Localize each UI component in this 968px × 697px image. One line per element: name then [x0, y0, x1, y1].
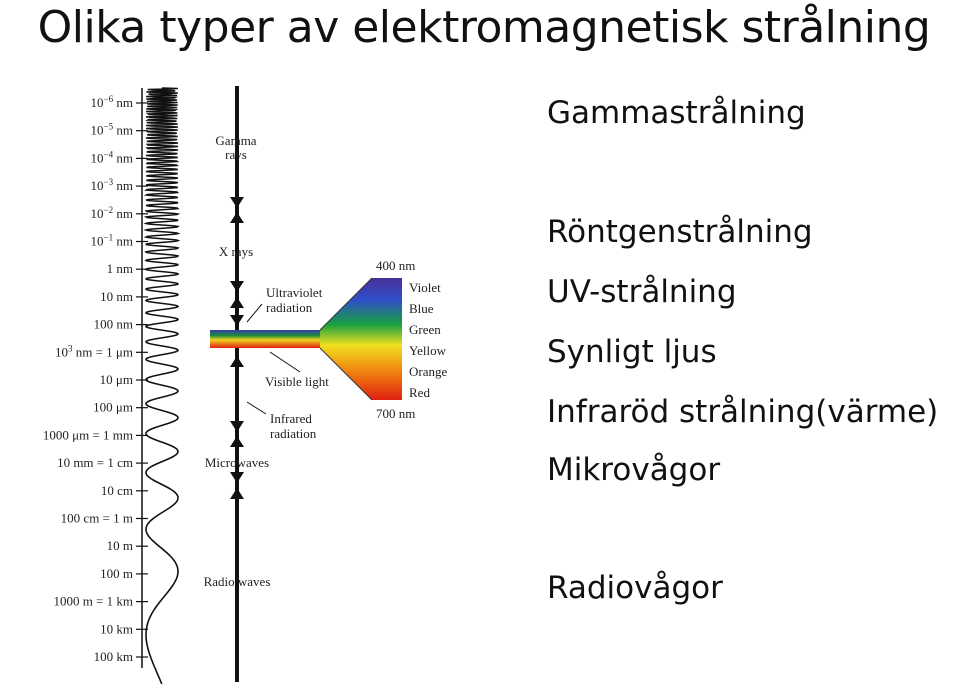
- scale-label: 10−3 nm: [91, 177, 133, 193]
- scale-label: 100 km: [94, 649, 133, 664]
- uv-label-1: Ultraviolet: [266, 285, 323, 300]
- visible-spectrum-band: [372, 278, 402, 400]
- swedish-label-xray: Röntgenstrålning: [547, 214, 813, 250]
- scale-label: 10 nm: [100, 289, 133, 304]
- xrays-label: X rays: [219, 244, 253, 259]
- scale-label: 10−1 nm: [91, 233, 133, 249]
- scale-label: 1000 m = 1 km: [53, 594, 133, 609]
- scale-label: 100 m: [100, 566, 133, 581]
- arrowhead-icon: [230, 488, 244, 499]
- scale-label: 10 cm: [101, 483, 133, 498]
- ir-label-1: Infrared: [270, 411, 312, 426]
- ir-label-2: radiation: [270, 426, 317, 441]
- swedish-label-infrared: Infraröd strålning(värme): [547, 394, 939, 430]
- spectrum-bottom-edge: [319, 347, 373, 401]
- scale-label: 1000 μm = 1 mm: [43, 427, 133, 442]
- spectrum-top-edge: [319, 277, 373, 331]
- swedish-label-uv: UV-strålning: [547, 274, 737, 310]
- scale-label: 103 nm = 1 μm: [55, 343, 133, 359]
- visible-label: Visible light: [265, 374, 329, 389]
- uv-pointer: [246, 303, 263, 323]
- swedish-label-visible: Synligt ljus: [547, 334, 717, 370]
- visible-pointer: [269, 351, 301, 373]
- arrowhead-icon: [230, 472, 244, 483]
- swedish-label-gamma: Gammastrålning: [547, 95, 806, 131]
- spectrum-color-label: Green: [409, 322, 441, 337]
- microwaves-label: Microwaves: [205, 455, 269, 470]
- scale-label: 10 mm = 1 cm: [57, 455, 133, 470]
- visible-beam: [210, 330, 320, 348]
- arrowhead-icon: [230, 436, 244, 447]
- spectrum-700nm-label: 700 nm: [376, 406, 415, 421]
- arrowhead-icon: [230, 281, 244, 292]
- arrowhead-icon: [230, 315, 244, 326]
- arrowhead-icon: [230, 297, 244, 308]
- visible-spectrum-fan: [320, 278, 372, 400]
- scale-label: 10 km: [100, 621, 133, 636]
- region-boundary-arrows: [230, 197, 244, 499]
- uv-label-2: radiation: [266, 300, 313, 315]
- swedish-label-radio: Radiovågor: [547, 570, 723, 606]
- scale-label: 10 m: [107, 538, 133, 553]
- arrowhead-icon: [230, 197, 244, 208]
- spectrum-color-label: Orange: [409, 364, 447, 379]
- arrowhead-icon: [230, 421, 244, 432]
- arrowhead-icon: [230, 356, 244, 367]
- arrowhead-icon: [230, 212, 244, 223]
- wave-curve: [143, 87, 181, 685]
- gamma-label-2: rays: [225, 147, 247, 162]
- swedish-label-micro: Mikrovågor: [547, 452, 721, 488]
- spectrum-color-label: Blue: [409, 301, 434, 316]
- scale-label: 10−6 nm: [91, 94, 133, 110]
- scale-label: 10−2 nm: [91, 205, 133, 221]
- gamma-label-1: Gamma: [215, 133, 256, 148]
- wavelength-scale: 10−6 nm 10−5 nm 10−4 nm 10−3 nm 10−2 nm 10−1 …: [43, 94, 148, 664]
- spectrum-400nm-label: 400 nm: [376, 258, 415, 273]
- scale-label: 1 nm: [107, 261, 133, 276]
- scale-label: 10−5 nm: [91, 122, 133, 138]
- spectrum-color-label: Red: [409, 385, 430, 400]
- spectrum-color-label: Violet: [409, 280, 441, 295]
- ir-pointer: [246, 401, 267, 415]
- scale-label: 100 nm: [94, 317, 133, 332]
- slide-title: Olika typer av elektromagnetisk strålnin…: [37, 2, 931, 53]
- scale-label: 10−4 nm: [91, 149, 133, 165]
- scale-label: 10 μm: [100, 372, 133, 387]
- scale-label: 100 μm: [93, 400, 133, 415]
- spectrum-color-label: Yellow: [409, 343, 447, 358]
- radio-label: Radio waves: [204, 574, 271, 589]
- scale-label: 100 cm = 1 m: [61, 511, 133, 526]
